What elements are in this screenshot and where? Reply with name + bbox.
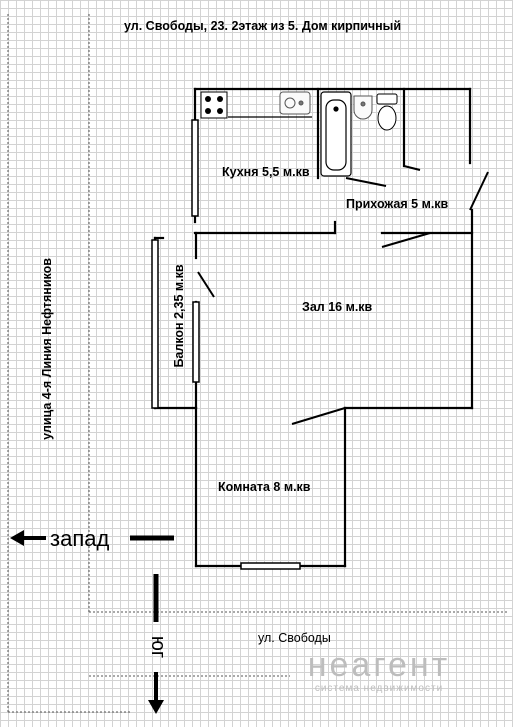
street-boundaries <box>7 14 508 713</box>
watermark-logo: неагент <box>307 646 451 684</box>
south-direction-label: юг <box>147 635 169 659</box>
washbasin-icon <box>353 95 373 120</box>
kitchen-window <box>191 119 199 217</box>
hall-window <box>192 301 200 383</box>
kitchen-door <box>345 177 387 187</box>
hallway-hall-door <box>381 232 431 248</box>
toilet-icon <box>376 93 398 131</box>
watermark: неагент система недвижимости <box>284 648 474 694</box>
arrow-down-icon <box>148 574 164 714</box>
address-header: ул. Свободы, 23. 2этаж из 5. Дом кирпичн… <box>124 19 402 33</box>
west-direction-label: запад <box>50 526 110 551</box>
watermark-subtitle: система недвижимости <box>314 683 444 694</box>
balcony-door <box>197 271 215 298</box>
room-door <box>291 407 346 425</box>
west-street-label: улица 4-я Линия Нефтяников <box>39 258 54 440</box>
doors <box>197 165 489 425</box>
hall-label: Зал 16 м.кв <box>302 300 373 314</box>
bathroom-door <box>403 165 421 171</box>
kitchen-label: Кухня 5,5 м.кв <box>222 165 310 179</box>
hallway-label: Прихожая 5 м.кв <box>346 197 449 211</box>
balcony-label: Балкон 2,35 м.кв <box>171 264 186 368</box>
room-window <box>240 562 301 570</box>
south-street-label: ул. Свободы <box>258 631 331 645</box>
entrance-door <box>469 171 489 211</box>
balcony-window <box>151 239 159 409</box>
stove-icon <box>200 91 228 119</box>
walls <box>153 87 474 568</box>
windows <box>151 119 301 570</box>
room-label: Комната 8 м.кв <box>218 480 311 494</box>
sink-icon <box>279 91 311 115</box>
bathtub-icon <box>320 91 352 177</box>
arrow-left-icon <box>10 530 174 546</box>
